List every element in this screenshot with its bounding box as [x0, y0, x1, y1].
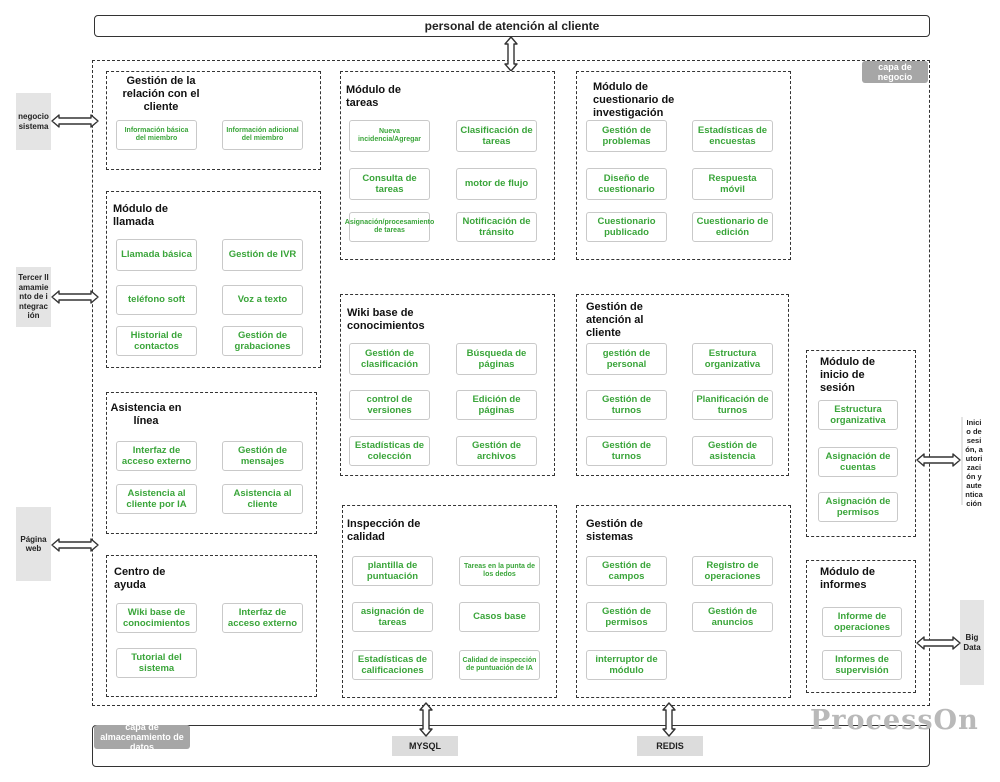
online-item-ai-assistance[interactable]: Asistencia al cliente por IA: [116, 484, 197, 514]
online-item-external-interface[interactable]: Interfaz de acceso externo: [116, 441, 197, 471]
login-auth-label: Inicio de sesión, autorización y autenti…: [963, 365, 985, 561]
help-item-tutorial[interactable]: Tutorial del sistema: [116, 648, 197, 678]
survey-item-published[interactable]: Cuestionario publicado: [586, 212, 667, 242]
system-management-title: Gestión de sistemas: [586, 518, 643, 543]
reports-item-supervision[interactable]: Informes de supervisión: [822, 650, 902, 680]
system-item-fields[interactable]: Gestión de campos: [586, 556, 667, 586]
login-module-title: Módulo de inicio de sesión: [820, 356, 875, 394]
business-layer-badge: capa de negocio: [862, 61, 928, 83]
arrow-right-login: [916, 453, 961, 467]
arrow-right-bigdata: [916, 636, 961, 650]
wiki-item-collection-stats[interactable]: Estadísticas de colección: [349, 436, 430, 466]
call-item-basic[interactable]: Llamada básica: [116, 239, 197, 271]
crm-item-basic-info[interactable]: Información básica del miembro: [116, 120, 197, 150]
system-item-operation-log[interactable]: Registro de operaciones: [692, 556, 773, 586]
wiki-item-editing[interactable]: Edición de páginas: [456, 390, 537, 420]
call-item-speech-to-text[interactable]: Voz a texto: [222, 285, 303, 315]
help-item-external-interface[interactable]: Interfaz de acceso externo: [222, 603, 303, 633]
tasks-item-query[interactable]: Consulta de tareas: [349, 168, 430, 200]
tasks-item-classification[interactable]: Clasificación de tareas: [456, 120, 537, 152]
login-item-org-structure[interactable]: Estructura organizativa: [818, 400, 898, 430]
wiki-item-versions[interactable]: control de versiones: [349, 390, 430, 420]
quality-item-fingertip-tasks[interactable]: Tareas en la punta de los dedos: [459, 556, 540, 586]
tasks-item-flow-engine[interactable]: motor de flujo: [456, 168, 537, 200]
mysql-database: MYSQL: [392, 736, 458, 756]
third-party-integration-label: Tercer llamamiento de integración: [16, 267, 51, 327]
help-center-title: Centro de ayuda: [114, 566, 166, 591]
tasks-item-assignment[interactable]: Asignación/procesamiento de tareas: [345, 212, 434, 242]
arrow-left-business: [51, 114, 99, 128]
redis-database: REDIS: [637, 736, 703, 756]
tasks-module-title: Módulo de tareas: [346, 84, 401, 109]
quality-module-title: Inspección de calidad: [347, 518, 421, 543]
customer-service-staff-bar: personal de atención al cliente: [94, 15, 930, 37]
system-item-announcements[interactable]: Gestión de anuncios: [692, 602, 773, 632]
survey-item-stats[interactable]: Estadísticas de encuestas: [692, 120, 773, 152]
tasks-item-new[interactable]: Nueva incidencia/Agregar: [349, 120, 430, 152]
online-assistance-title: Asistencia en línea: [110, 402, 182, 427]
help-item-wiki[interactable]: Wiki base de conocimientos: [116, 603, 197, 633]
survey-item-problems[interactable]: Gestión de problemas: [586, 120, 667, 152]
wiki-item-search[interactable]: Búsqueda de páginas: [456, 343, 537, 375]
online-item-messages[interactable]: Gestión de mensajes: [222, 441, 303, 471]
login-item-permissions[interactable]: Asignación de permisos: [818, 492, 898, 522]
quality-item-base-cases[interactable]: Casos base: [459, 602, 540, 632]
survey-module-title: Módulo de cuestionario de investigación: [593, 81, 675, 119]
service-item-attendance[interactable]: Gestión de asistencia: [692, 436, 773, 466]
call-item-contact-history[interactable]: Historial de contactos: [116, 326, 197, 356]
service-item-staff[interactable]: gestión de personal: [586, 343, 667, 375]
storage-layer-badge: capa de almacenamiento de datos: [94, 722, 190, 752]
reports-module-title: Módulo de informes: [820, 566, 875, 591]
online-item-customer-assistance[interactable]: Asistencia al cliente: [222, 484, 303, 514]
business-system-label: negocio sistema: [16, 93, 51, 150]
survey-item-mobile-response[interactable]: Respuesta móvil: [692, 168, 773, 200]
quality-item-rating-stats[interactable]: Estadísticas de calificaciones: [352, 650, 433, 680]
arrow-left-web: [51, 538, 99, 552]
survey-item-editing[interactable]: Cuestionario de edición: [692, 212, 773, 242]
service-item-shifts-2[interactable]: Gestión de turnos: [586, 436, 667, 466]
quality-item-assignment[interactable]: asignación de tareas: [352, 602, 433, 632]
arrow-mysql: [419, 702, 433, 737]
processon-watermark: ProcessOn: [810, 705, 979, 736]
web-page-label: Página web: [16, 507, 51, 581]
reports-item-operations[interactable]: Informe de operaciones: [822, 607, 902, 637]
service-item-org-structure[interactable]: Estructura organizativa: [692, 343, 773, 375]
system-item-permissions[interactable]: Gestión de permisos: [586, 602, 667, 632]
service-management-title: Gestión de atención al cliente: [586, 301, 644, 339]
wiki-item-files[interactable]: Gestión de archivos: [456, 436, 537, 466]
call-item-softphone[interactable]: teléfono soft: [116, 285, 197, 315]
call-item-ivr[interactable]: Gestión de IVR: [222, 239, 303, 271]
login-item-accounts[interactable]: Asignación de cuentas: [818, 447, 898, 477]
crm-module-title: Gestión de la relación con el cliente: [122, 75, 200, 113]
big-data-label: Big Data: [960, 600, 984, 685]
service-item-shifts[interactable]: Gestión de turnos: [586, 390, 667, 420]
survey-item-design[interactable]: Diseño de cuestionario: [586, 168, 667, 200]
quality-item-ai-scoring[interactable]: Calidad de inspección de puntuación de I…: [459, 650, 540, 680]
system-item-module-switch[interactable]: interruptor de módulo: [586, 650, 667, 680]
crm-item-extra-info[interactable]: Información adicional del miembro: [222, 120, 303, 150]
call-module-title: Módulo de llamada: [113, 203, 168, 228]
storage-layer-container: [92, 725, 930, 767]
arrow-left-third-party: [51, 290, 99, 304]
wiki-module-title: Wiki base de conocimientos: [347, 307, 425, 332]
wiki-item-classification[interactable]: Gestión de clasificación: [349, 343, 430, 375]
arrow-redis: [662, 702, 676, 737]
quality-item-template[interactable]: plantilla de puntuación: [352, 556, 433, 586]
tasks-item-notification[interactable]: Notificación de tránsito: [456, 212, 537, 242]
service-item-shift-planning[interactable]: Planificación de turnos: [692, 390, 773, 420]
arrow-top: [504, 36, 518, 72]
call-item-recordings[interactable]: Gestión de grabaciones: [222, 326, 303, 356]
